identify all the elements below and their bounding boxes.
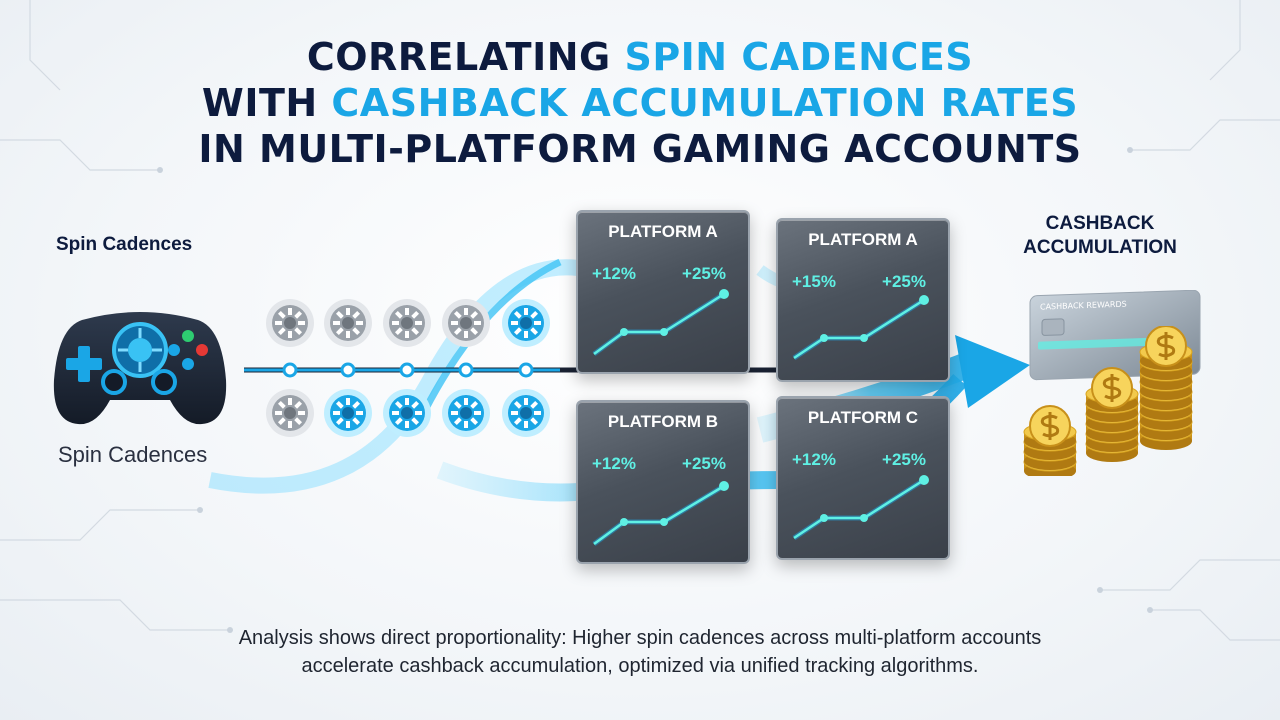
platform-title: PLATFORM A [608,222,718,241]
platform-title: PLATFORM B [607,412,719,431]
analysis-footer: Analysis shows direct proportionality: H… [0,624,1280,680]
platform-panel-b: PLATFORM B +12% +25% [576,400,750,564]
gamepad-icon [53,312,227,425]
footer-line1: Analysis shows direct proportionality: H… [238,627,1042,649]
dollar-coin-face-icon [1091,367,1133,409]
platform-left-percent: +12% [592,454,636,473]
cashback-heading-line1: CASHBACK [1045,213,1155,234]
reel-active-icon [442,389,490,437]
title-line3: IN MULTI-PLATFORM GAMING ACCOUNTS [198,127,1082,171]
platform-panel-c: PLATFORM C +12% +25% [776,396,950,560]
platform-left-percent: +12% [592,264,636,283]
card-text: CASHBACK REWARDS [1040,300,1127,312]
reel-inactive-icon [266,299,314,347]
reel-active-icon [324,389,372,437]
platform-title: PLATFORM A [808,230,918,249]
trend-line-icon [792,475,929,541]
cashback-heading-line2: ACCUMULATION [1023,237,1177,258]
platform-right-percent: +25% [882,272,926,291]
reel-inactive-icon [383,299,431,347]
platform-left-percent: +15% [792,272,836,291]
reel-active-icon [502,389,550,437]
spin-cadences-caption: Spin Cadences [58,442,208,467]
page-title: CORRELATING SPIN CADENCES WITH CASHBACK … [0,34,1280,172]
coin-stack-icon [1023,326,1193,476]
platform-right-percent: +25% [682,454,726,473]
platform-right-percent: +25% [682,264,726,283]
reel-active-icon [502,299,550,347]
platform-panel-a2: PLATFORM A +15% +25% [776,218,950,382]
spin-cadences-heading: Spin Cadences [56,234,193,255]
cashback-accumulation-heading: CASHBACK ACCUMULATION [1010,212,1190,260]
reel-inactive-icon [324,299,372,347]
platform-right-percent: +25% [882,450,926,469]
reel-inactive-icon [442,299,490,347]
platform-panel-a1: PLATFORM A +12% +25% [576,210,750,374]
dollar-coin-face-icon [1145,326,1187,367]
title-line1-accent: SPIN CADENCES [624,35,974,79]
footer-line2: accelerate cashback accumulation, optimi… [301,655,979,677]
title-line2-dark: WITH [201,81,332,125]
trend-line-icon [792,295,929,361]
dollar-coin-face-icon [1029,405,1071,447]
reel-inactive-icon [266,389,314,437]
platform-title: PLATFORM C [807,408,919,427]
reel-active-icon [383,389,431,437]
title-line2-accent: CASHBACK ACCUMULATION RATES [331,81,1079,125]
title-line1-dark: CORRELATING [306,35,625,79]
trend-line-icon [592,289,729,357]
trend-line-icon [592,481,729,547]
platform-left-percent: +12% [792,450,836,469]
